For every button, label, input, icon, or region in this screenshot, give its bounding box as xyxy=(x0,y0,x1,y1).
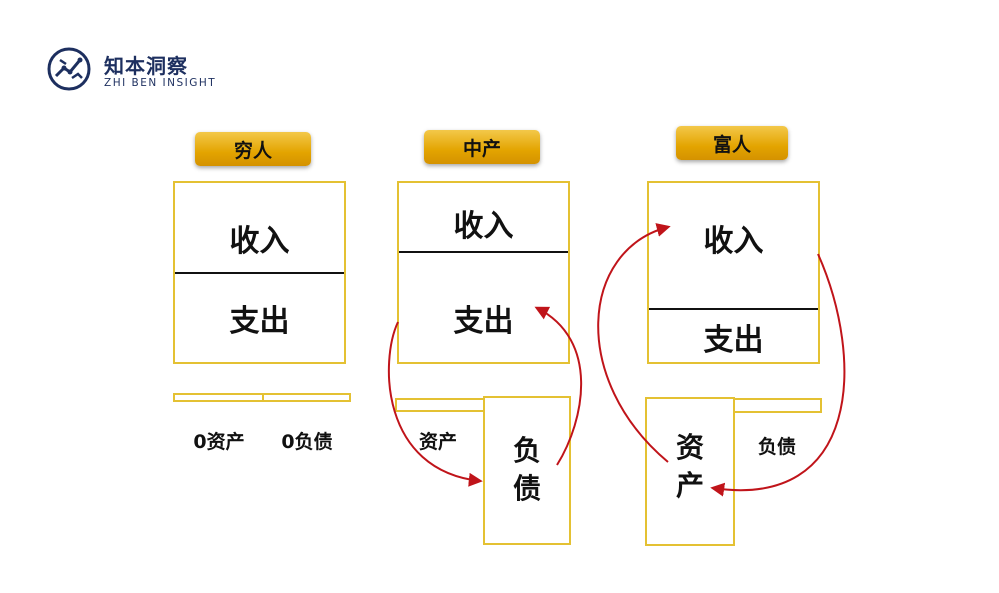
rich-liabilities-bar xyxy=(733,398,822,413)
rich-liabilities-label: 负债 xyxy=(757,435,796,458)
middle-assets-label: 资产 xyxy=(418,430,457,453)
rich-asset-char2: 产 xyxy=(675,469,704,502)
poor-assets-bar xyxy=(173,393,264,402)
poor-income-label: 收入 xyxy=(229,224,290,259)
poor-expense-label: 支出 xyxy=(229,304,290,339)
middle-divider xyxy=(399,251,568,253)
middle-assets-bar xyxy=(395,398,485,412)
rich-asset-char1: 资 xyxy=(675,431,704,464)
middle-badge: 中产 xyxy=(424,130,540,164)
middle-liab-char1: 负 xyxy=(512,434,541,467)
poor-badge: 穷人 xyxy=(195,132,311,166)
rich-assets-label: 资 产 xyxy=(647,427,733,507)
middle-expense-label: 支出 xyxy=(453,304,514,339)
rich-income-label: 收入 xyxy=(703,224,764,259)
rich-badge: 富人 xyxy=(676,126,788,160)
logo: 知本洞察 ZHI BEN INSIGHT xyxy=(46,46,236,96)
poor-divider xyxy=(175,272,344,274)
globe-circuit-icon xyxy=(47,47,91,91)
rich-divider xyxy=(649,308,818,310)
middle-income-label: 收入 xyxy=(453,209,514,244)
poor-assets-label: 0资产 xyxy=(193,430,245,453)
poor-liabilities-label: 0负债 xyxy=(281,430,333,453)
logo-english: ZHI BEN INSIGHT xyxy=(104,77,217,89)
poor-liabilities-bar xyxy=(262,393,351,402)
middle-liabilities-label: 负 债 xyxy=(485,430,569,510)
logo-chinese: 知本洞察 xyxy=(104,54,188,78)
rich-expense-label: 支出 xyxy=(703,323,764,358)
middle-liab-char2: 债 xyxy=(512,472,541,505)
